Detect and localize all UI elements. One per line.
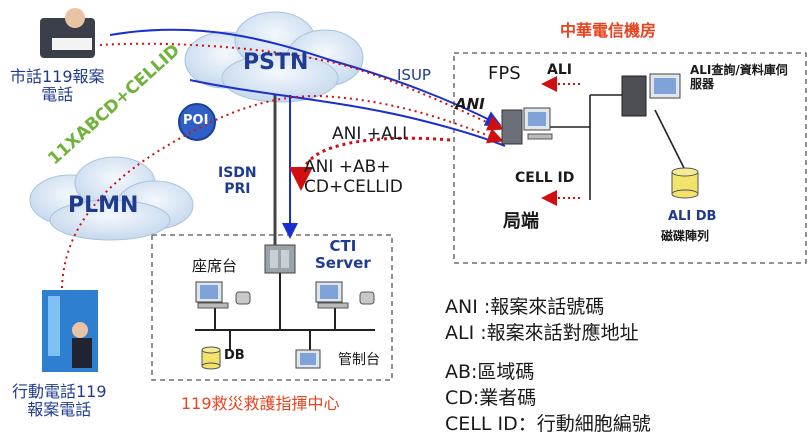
red-return-center xyxy=(289,136,451,191)
ali-server-label: ALI查詢/資料庫伺 服器 xyxy=(690,63,788,92)
fps-label: FPS xyxy=(488,63,521,84)
ani-ab-cd-line2: CD+CELLID xyxy=(304,176,403,197)
control-console-icon xyxy=(295,349,321,369)
seat-console-icon xyxy=(195,281,251,309)
center-db-label: DB xyxy=(224,348,245,363)
poi-node xyxy=(178,103,216,141)
landline-caller-line2: 電話 xyxy=(41,85,74,105)
ali-db-label: ALI DB xyxy=(668,209,717,224)
legend-cellid: CELL ID：行動細胞編號 xyxy=(445,413,651,435)
control-label: 管制台 xyxy=(338,352,380,368)
command-center-box xyxy=(151,234,393,381)
ani-ab-cd-label: ANI +AB+ CD+CELLID xyxy=(304,157,403,197)
isdn-label: ISDN xyxy=(218,165,257,181)
legend-ab: AB:區域碼 xyxy=(445,361,535,383)
legend-cd: CD:業者碼 xyxy=(445,387,537,409)
plmn-cloud xyxy=(29,156,194,241)
poi-label: POI xyxy=(183,113,209,128)
plmn-label: PLMN xyxy=(68,193,139,218)
pri-label: PRI xyxy=(224,181,251,198)
fps-computer-icon xyxy=(501,107,553,145)
seat-label: 座席台 xyxy=(192,257,238,275)
disk-array-label: 磁碟陣列 xyxy=(661,229,710,243)
legend-ani: ANI :報案來話號碼 xyxy=(445,296,605,318)
center-title: 119救災救護指揮中心 xyxy=(181,394,340,413)
red-route-landline xyxy=(99,42,504,131)
landline-caller-figure xyxy=(40,8,95,58)
pstn-label: PSTN xyxy=(243,50,309,75)
isdn-pri-label: ISDN PRI xyxy=(218,165,257,197)
ali-server-line1: ALI查詢/資料庫伺 xyxy=(690,63,788,77)
ani-ab-cd-line1: ANI +AB+ xyxy=(304,157,391,177)
ali-server-line2: 服器 xyxy=(690,76,715,91)
cell-id-label: CELL ID xyxy=(515,170,575,186)
ali-label: ALI xyxy=(547,62,572,78)
ani-ali-label: ANI +ALI xyxy=(332,124,408,144)
ali-db-icon xyxy=(671,167,699,199)
landline-caller-label: 市話119報案 電話 xyxy=(10,67,105,105)
seat-console-icon xyxy=(315,281,375,309)
cti-line1: CTI xyxy=(329,237,357,255)
mobile-caller-label: 行動電話119 報案電話 xyxy=(12,382,107,420)
cht-room-title: 中華電信機房 xyxy=(560,21,657,40)
center-db-icon xyxy=(201,346,221,370)
ali-server-icon xyxy=(621,73,681,117)
cht-room-box xyxy=(453,52,807,264)
blue-route-1 xyxy=(109,28,502,126)
mobile-caller-line1: 行動電話119 xyxy=(12,382,107,401)
mobile-caller-line2: 報案電話 xyxy=(27,400,92,420)
mobile-caller-photo xyxy=(42,290,98,372)
ani-label: ANI xyxy=(455,95,485,113)
cti-line2: Server xyxy=(315,254,371,273)
cti-server-label: CTI Server xyxy=(315,237,371,273)
pstn-cloud xyxy=(184,11,364,103)
local-end-label: 局端 xyxy=(503,211,539,232)
cti-server-icon xyxy=(264,244,296,274)
isup-label: ISUP xyxy=(397,66,431,84)
blue-route-2 xyxy=(189,79,506,147)
landline-caller-line1: 市話119報案 xyxy=(10,67,105,86)
legend-ali: ALI :報案來話對應地址 xyxy=(445,322,639,344)
db-link xyxy=(654,109,686,171)
